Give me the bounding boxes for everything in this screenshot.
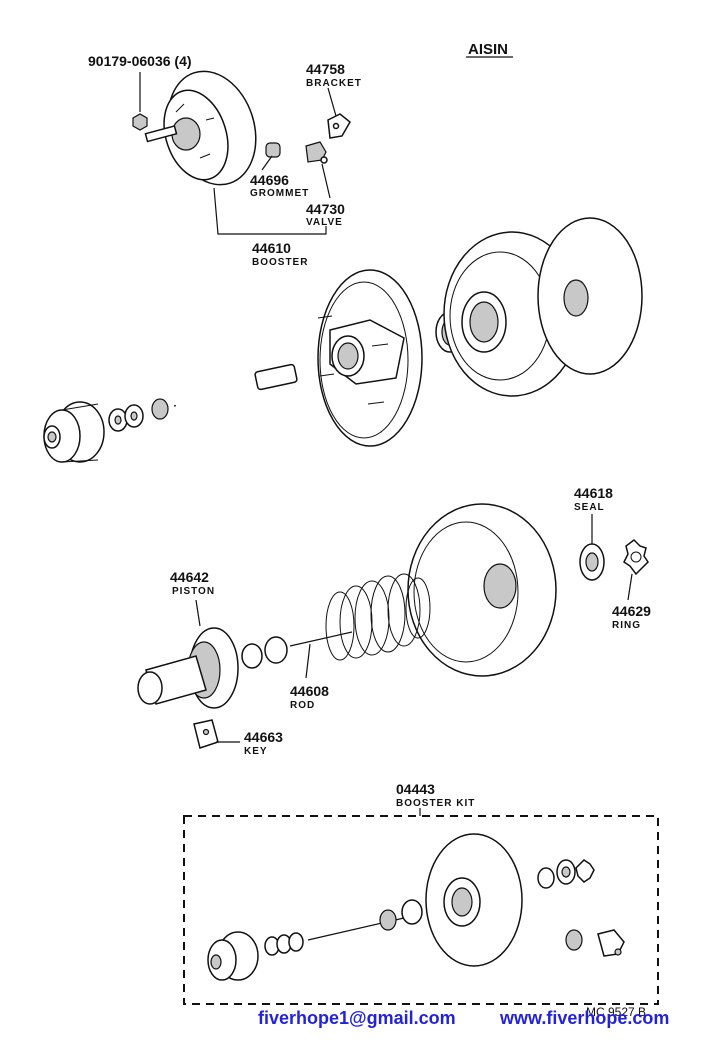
part-number-44629: 44629: [612, 603, 651, 619]
rubber-boot: [43, 401, 105, 463]
bracket-part: [327, 113, 351, 139]
piston-part: [137, 627, 239, 709]
kit-boot: [207, 931, 259, 981]
part-name-booster-kit: BOOSTER KIT: [396, 798, 475, 809]
part-name-ring: RING: [612, 620, 641, 631]
part-number-44618: 44618: [574, 485, 613, 501]
brand-label: AISIN: [468, 41, 508, 58]
key-part: [193, 719, 219, 749]
kit-diaphragm: [425, 833, 523, 967]
part-number-44608: 44608: [290, 683, 329, 699]
part-name-rod: ROD: [290, 700, 315, 711]
push-rod: [173, 363, 298, 408]
front-shell: [317, 269, 423, 447]
rod-part: [241, 631, 353, 669]
part-number-44663: 44663: [244, 729, 283, 745]
part-number-44610: 44610: [252, 240, 291, 256]
part-name-bracket: BRACKET: [306, 78, 362, 89]
part-name-valve: VALVE: [306, 217, 343, 228]
valve-part: [305, 141, 328, 164]
ring-part: [623, 539, 649, 576]
footer-email: fiverhope1@gmail.com: [258, 1008, 456, 1028]
part-number-44730: 44730: [306, 201, 345, 217]
kit-rod: [307, 899, 423, 941]
seal-part: [579, 543, 605, 581]
part-name-seal: SEAL: [574, 502, 605, 513]
drawing-code: MC 9527 B: [586, 1005, 646, 1019]
part-number-44696: 44696: [250, 172, 289, 188]
part-name-key: KEY: [244, 746, 268, 757]
rear-diaphragm: [537, 217, 643, 375]
booster-kit-box: [183, 815, 659, 1005]
booster-assembly-small: [144, 70, 257, 186]
part-name-grommet: GROMMET: [250, 188, 309, 199]
footer-watermark: fiverhope1@gmail.com www.fiverhope.com: [0, 1004, 710, 1034]
kit-grommet-valve: [565, 929, 625, 957]
part-name-booster: BOOSTER: [252, 257, 308, 268]
nut: [132, 113, 148, 131]
footer-website: www.fiverhope.com: [500, 1008, 670, 1028]
washers: [108, 398, 169, 432]
kit-washers: [264, 932, 304, 956]
part-name-piston: PISTON: [172, 586, 215, 597]
kit-seal-ring: [537, 859, 595, 889]
part-number-44758: 44758: [306, 61, 345, 77]
part-number-90179: 90179-06036 (4): [88, 53, 192, 69]
return-spring: [325, 573, 431, 661]
grommet-part: [265, 142, 281, 158]
rear-shell: [407, 503, 557, 677]
part-number-44642: 44642: [170, 569, 209, 585]
part-number-04443: 04443: [396, 781, 435, 797]
